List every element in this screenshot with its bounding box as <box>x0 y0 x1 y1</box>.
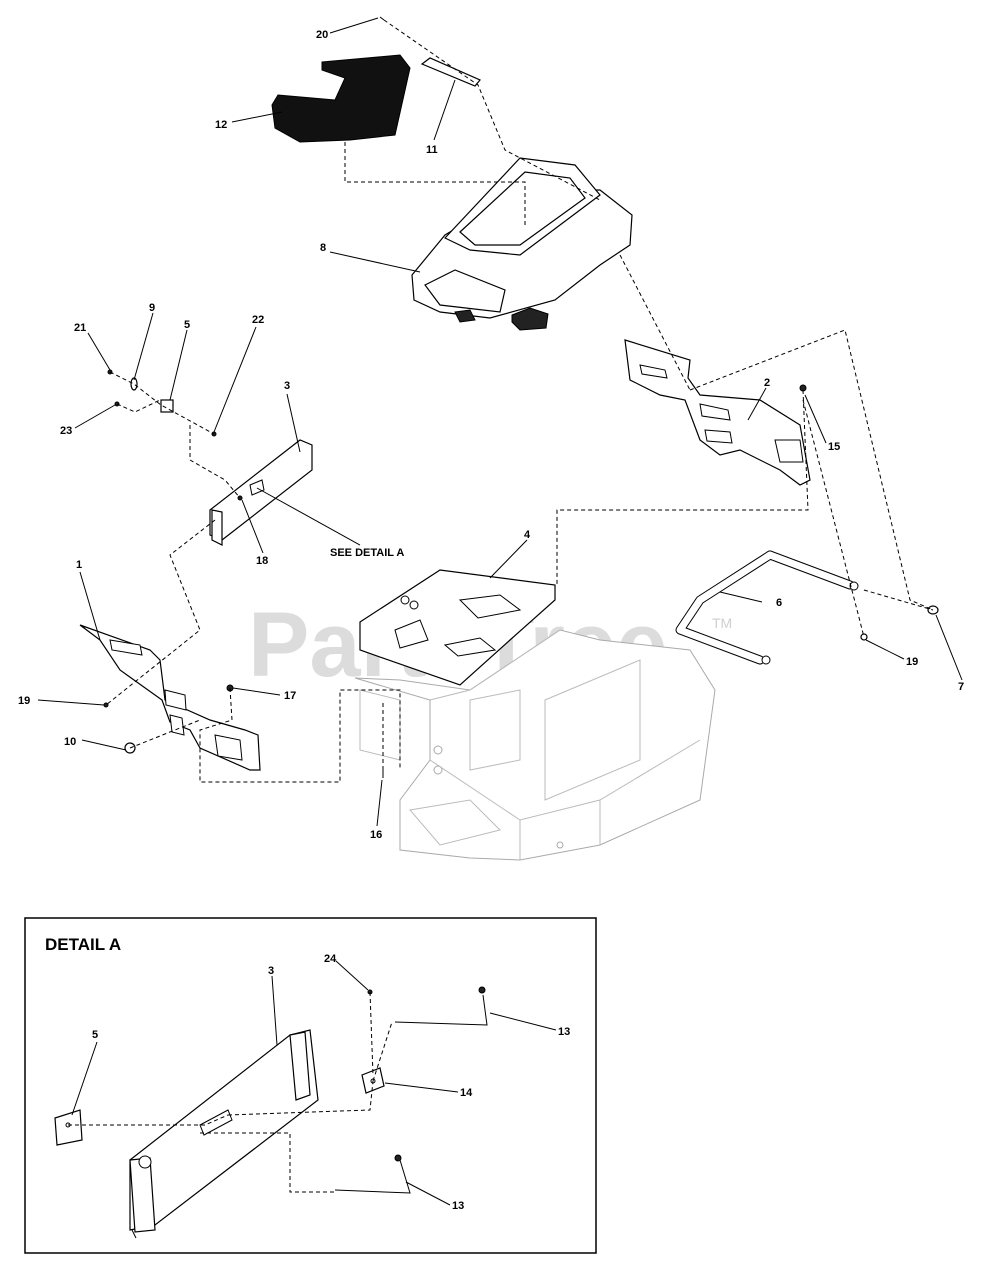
callout-4: 4 <box>524 529 531 541</box>
detail-callout-14: 14 <box>460 1087 473 1099</box>
see-detail-a-label: SEE DETAIL A <box>330 547 404 559</box>
detail-part-13-upper <box>394 994 488 1026</box>
callout-19-left: 19 <box>18 695 30 707</box>
callout-6: 6 <box>776 597 782 609</box>
detail-callout-24: 24 <box>324 953 337 965</box>
callout-22: 22 <box>252 314 264 326</box>
part-20 <box>379 16 385 21</box>
callout-19-right: 19 <box>906 656 918 668</box>
callout-17: 17 <box>284 690 296 702</box>
detail-callout-3: 3 <box>268 965 274 977</box>
callout-5: 5 <box>184 319 190 331</box>
part-4-plate <box>359 569 556 686</box>
callout-10: 10 <box>64 736 76 748</box>
watermark-tm: TM <box>712 615 732 631</box>
callout-16: 16 <box>370 829 382 841</box>
callout-1: 1 <box>76 559 82 571</box>
detail-callout-13-upper: 13 <box>558 1026 570 1038</box>
leader-lines <box>37 17 963 827</box>
detail-callout-13-lower: 13 <box>452 1200 464 1212</box>
detail-a: DETAIL A 5 3 24 <box>24 917 597 1254</box>
callout-3: 3 <box>284 380 290 392</box>
detail-part-13-lower <box>334 1159 411 1194</box>
callout-8: 8 <box>320 242 326 254</box>
seat-part-8 <box>411 157 633 331</box>
callout-20: 20 <box>316 29 328 41</box>
detail-part-5 <box>54 1109 83 1146</box>
chassis-frame <box>354 629 716 861</box>
part-1-bracket <box>79 624 261 771</box>
part-19-nut-left <box>103 702 109 708</box>
callout-2: 2 <box>764 377 770 389</box>
part-19-nut-right <box>860 633 868 641</box>
part-11 <box>420 57 481 87</box>
part-3-panel <box>209 439 313 546</box>
assembly-lines <box>105 19 934 783</box>
callout-15: 15 <box>828 441 840 453</box>
detail-callout-5: 5 <box>92 1029 98 1041</box>
callout-12: 12 <box>215 119 227 131</box>
seat-pad-part-12 <box>271 54 411 143</box>
detail-a-title: DETAIL A <box>45 935 121 954</box>
callout-23: 23 <box>60 425 72 437</box>
callout-21: 21 <box>74 322 86 334</box>
part-6-handle <box>675 550 859 665</box>
part-9-pin <box>130 377 138 391</box>
callout-11: 11 <box>426 144 438 156</box>
detail-a-frame <box>24 917 597 1254</box>
part-2-bracket <box>624 339 811 486</box>
callout-7: 7 <box>958 681 964 693</box>
callouts: 20 12 11 8 9 5 21 22 23 3 2 15 4 6 7 19 … <box>18 29 964 841</box>
callout-9: 9 <box>149 302 155 314</box>
part-5-plate <box>160 399 174 413</box>
callout-18: 18 <box>256 555 268 567</box>
